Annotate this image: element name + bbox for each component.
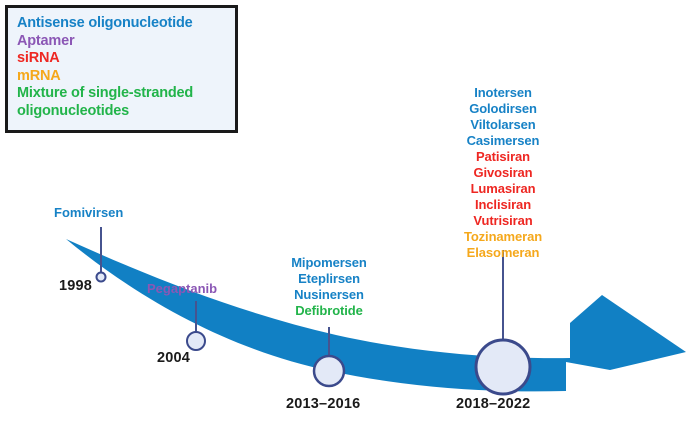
year-label-2013-2016: 2013–2016: [286, 396, 360, 412]
drug-name: Tozinameran: [463, 229, 543, 244]
year-label-1998: 1998: [59, 278, 92, 294]
year-text: 2004: [157, 350, 191, 366]
legend-list: Antisense oligonucleotide Aptamer siRNA …: [8, 8, 235, 120]
drug-name: Mipomersen: [291, 255, 367, 270]
milestone-marker-pegaptanib[interactable]: [186, 331, 206, 351]
drug-label-fomivirsen: Fomivirsen: [54, 205, 123, 220]
drug-label-stack-2013-2016: Mipomersen Eteplirsen Nusinersen Defibro…: [264, 255, 394, 319]
legend-item-antisense: Antisense oligonucleotide: [17, 15, 235, 33]
drug-name: Viltolarsen: [470, 117, 536, 132]
drug-name: Elasomeran: [466, 245, 540, 260]
milestone-marker-2018-2022[interactable]: [474, 338, 532, 396]
legend-item-mrna: mRNA: [17, 68, 235, 86]
drug-name: Lumasiran: [470, 181, 536, 196]
year-text: 2013–2016: [286, 396, 361, 412]
legend-box: Antisense oligonucleotide Aptamer siRNA …: [5, 5, 238, 133]
drug-name: Vutrisiran: [473, 213, 533, 228]
milestone-marker-fomivirsen[interactable]: [95, 271, 107, 283]
drug-label-stack-2018-2022: Inotersen Golodirsen Viltolarsen Casimer…: [438, 85, 568, 261]
drug-name: Eteplirsen: [298, 271, 360, 286]
legend-item-label: Aptamer: [17, 32, 75, 49]
legend-item-label: Antisense oligonucleotide: [17, 15, 193, 31]
drug-name: Inotersen: [474, 85, 532, 100]
drug-name: Inclisiran: [474, 197, 532, 212]
drug-name: Patisiran: [475, 149, 530, 164]
drug-label-pegaptanib: Pegaptanib: [147, 281, 217, 296]
year-text: 2018–2022: [456, 396, 531, 412]
legend-item-mixture: Mixture of single-stranded oligonucleoti…: [17, 85, 235, 120]
milestone-marker-2013-2016[interactable]: [312, 354, 346, 388]
legend-item-label: siRNA: [17, 50, 60, 66]
drug-name: Givosiran: [473, 165, 533, 180]
drug-name: Casimersen: [466, 133, 540, 148]
drug-name: Fomivirsen: [54, 205, 124, 220]
legend-item-aptamer: Aptamer: [17, 33, 235, 51]
legend-item-sirna: siRNA: [17, 50, 235, 68]
drug-name: Nusinersen: [294, 287, 364, 302]
year-label-2004: 2004: [157, 350, 190, 366]
timeline-arrow-band: [66, 239, 686, 392]
drug-name: Pegaptanib: [147, 281, 218, 296]
legend-item-label: mRNA: [17, 67, 61, 84]
drug-name: Defibrotide: [295, 303, 363, 318]
drug-name: Golodirsen: [469, 101, 537, 116]
year-text: 1998: [59, 278, 93, 294]
legend-item-label: Mixture of single-stranded oligonucleoti…: [17, 85, 194, 119]
year-label-2018-2022: 2018–2022: [456, 396, 530, 412]
